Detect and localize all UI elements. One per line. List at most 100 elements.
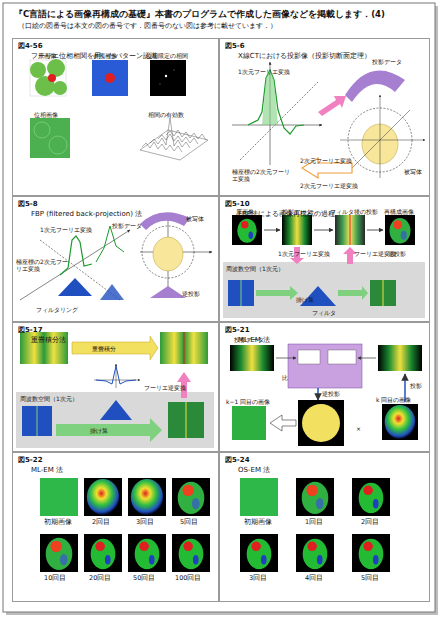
mlem-iterations [128,478,166,516]
frequency-band [37,406,38,436]
frequency-band [241,280,242,306]
original-image [30,60,66,96]
original-image [53,81,67,95]
frequency-band [16,372,214,448]
transform-arrows [302,96,352,178]
figure-title: 重畳積分法 [31,336,66,344]
filter-shape [100,284,124,300]
figure-label: 1次元フーリエ変換 [278,250,330,257]
figure-label: 重畳積分 [92,345,116,352]
figure-title: X線CTにおける投影像（投影切断面定理） [238,52,371,60]
mlem-projections [378,345,422,371]
correlation-image [150,60,186,96]
figure-label: 周波数空間（1次元） [226,265,284,272]
fbp-object [150,286,186,298]
mlem-iterations [172,478,210,516]
figure-label: 初期画像 [244,519,272,526]
original-image [48,74,56,82]
filter-shape [58,278,92,296]
fbp-images [350,215,351,245]
osem-iterations [296,478,334,516]
mlem-formula-boxes [328,350,356,364]
fbp-axes [20,214,212,300]
figure-label: 再構成画像 [384,208,414,215]
frequency-band [256,286,298,300]
figure-label: フィルタリング [36,306,78,313]
mlem-images [382,404,418,440]
figure-label: 周波数空間（1次元） [20,395,78,402]
fbp-object [142,226,194,278]
projection-profile [345,70,405,102]
figure-label: 3回目 [136,519,154,526]
correlation-image [150,60,186,96]
projection-profile [345,70,405,102]
phase-image [30,118,70,158]
convolution-images [20,332,208,364]
figure-label: 被写体 [404,168,422,175]
mlem-images [270,415,296,431]
transform-arrows [318,96,346,116]
frequency-spike [248,70,304,134]
kernel-plot [96,366,136,384]
figure-label: 逆投影 [388,250,406,257]
fbp-images [232,215,262,245]
mlem-iterations [84,478,122,516]
kernel-plot [94,364,140,388]
correlation-image [173,69,174,70]
fbp-flow-arrows [264,230,280,231]
fbp-flow-arrows [314,230,333,231]
convolution-images [20,332,68,364]
frequency-band [383,280,384,306]
figure-label: 位相限定の相関 [146,52,188,59]
correlation-plot [166,130,206,140]
figure-label: 投影データ [372,58,402,65]
convolution-arrow [72,336,158,360]
mlem-formula-boxes [276,358,296,359]
fbp-spike [60,226,124,275]
correlation-image [165,75,167,77]
frequency-band [228,280,254,306]
mlem-images [232,400,418,446]
figure-number: 図5-8 [18,200,38,208]
original-image [30,59,67,96]
correlation-plot [150,118,190,148]
figure-label: 極座標の2次元フーリエ変換 [16,258,68,272]
figure-label: フーリエ逆変換 [144,384,186,391]
mlem-images [298,400,344,446]
frequency-band [56,418,162,442]
fbp-flow-arrows [264,230,383,231]
fbp-flow-arrows [367,230,383,231]
figure-label: 1次元フーリエ変換 [238,68,290,75]
figure-label: × [356,425,361,432]
figure-label: 100回目 [175,575,201,582]
fbp-images [282,215,312,245]
osem-iterations [240,478,278,516]
figure-label: 10回目 [44,575,66,582]
mlem-images [232,406,266,440]
figure-title: OS-EM 法 [238,466,270,474]
figure-label: 極座標の2次元フーリエ変換 [232,168,290,182]
figure-label: 20回目 [89,575,111,582]
frequency-band [186,402,187,438]
figure-panel: 図5-17重畳積分法 [12,322,219,452]
mlem-iterations [40,478,78,516]
fbp-images [232,215,415,245]
mlem-projections [230,345,274,371]
object-circle [380,95,381,178]
figure-label: 2回目 [92,519,110,526]
figure-label: 3回目 [249,575,267,582]
figure-title: ML-EM 法 [31,466,63,474]
figure-number: 図5-6 [225,42,245,50]
osem-iterations [352,534,390,572]
object-circle [340,140,425,141]
figure-label: 参照画像 [93,52,117,59]
figure-label: 投影データ [112,222,142,229]
figure-label: k−1 回目の画像 [226,398,270,405]
frequency-band [168,402,204,438]
frequency-band [370,280,396,306]
figure-label: 原画像 [38,52,56,59]
original-image [47,59,65,77]
figure-number: 図5-21 [225,326,250,334]
figure-label: 2次元フーリエ変換 [300,157,352,164]
